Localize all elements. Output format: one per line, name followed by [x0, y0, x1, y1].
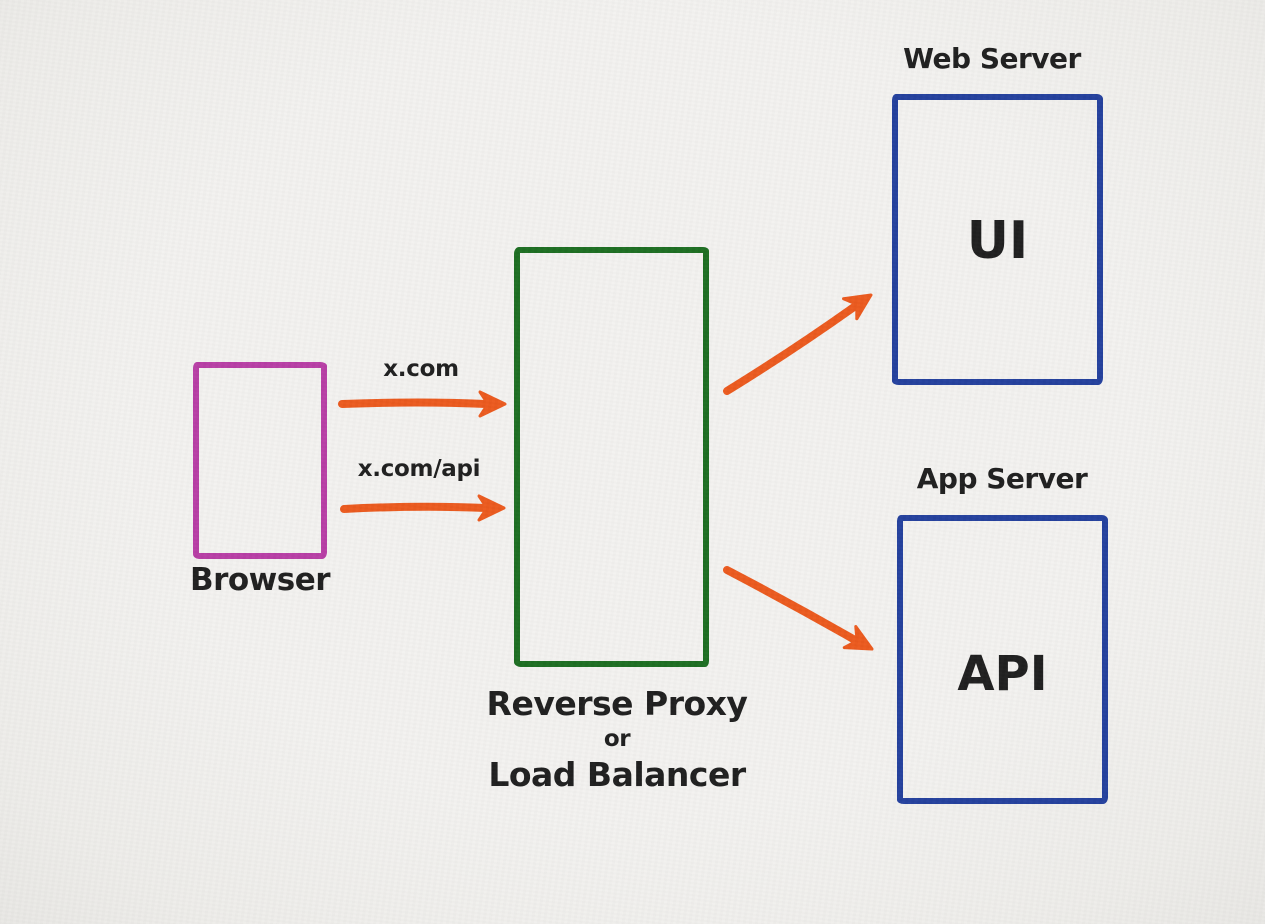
ui-text: UI — [966, 210, 1029, 271]
arrow-shaft — [340, 502, 490, 513]
arrow-xcom-api — [340, 494, 506, 522]
arrow-xcom — [338, 390, 507, 418]
reverse-proxy-caption: Reverse Proxy or Load Balancer — [487, 684, 748, 795]
web-server-label: Web Server — [903, 42, 1081, 75]
browser-box — [193, 362, 327, 559]
browser-label: Browser — [189, 562, 331, 598]
reverse-proxy-caption-line1: Reverse Proxy — [486, 684, 748, 723]
arrow-head-icon — [477, 494, 506, 522]
reverse-proxy-caption-line3: Load Balancer — [488, 755, 746, 794]
app-server-label: App Server — [916, 462, 1088, 495]
arrow-proxy-to-appserver — [723, 566, 874, 651]
arrow-shaft — [723, 566, 859, 644]
reverse-proxy-caption-line2: or — [603, 726, 631, 752]
arrow-head-icon — [842, 625, 874, 651]
arrow-shaft — [338, 398, 490, 408]
arrow-head-icon — [842, 293, 873, 321]
request-xcom-label: x.com — [383, 356, 459, 382]
api-text: API — [957, 645, 1048, 702]
arrow-shaft — [723, 303, 858, 395]
reverse-proxy-box — [514, 247, 709, 667]
arrow-head-icon — [478, 390, 507, 418]
request-xcom-api-label: x.com/api — [357, 456, 481, 482]
web-server-box: UI — [892, 94, 1103, 385]
arrow-proxy-to-webserver — [723, 293, 873, 395]
app-server-box: API — [897, 515, 1108, 804]
